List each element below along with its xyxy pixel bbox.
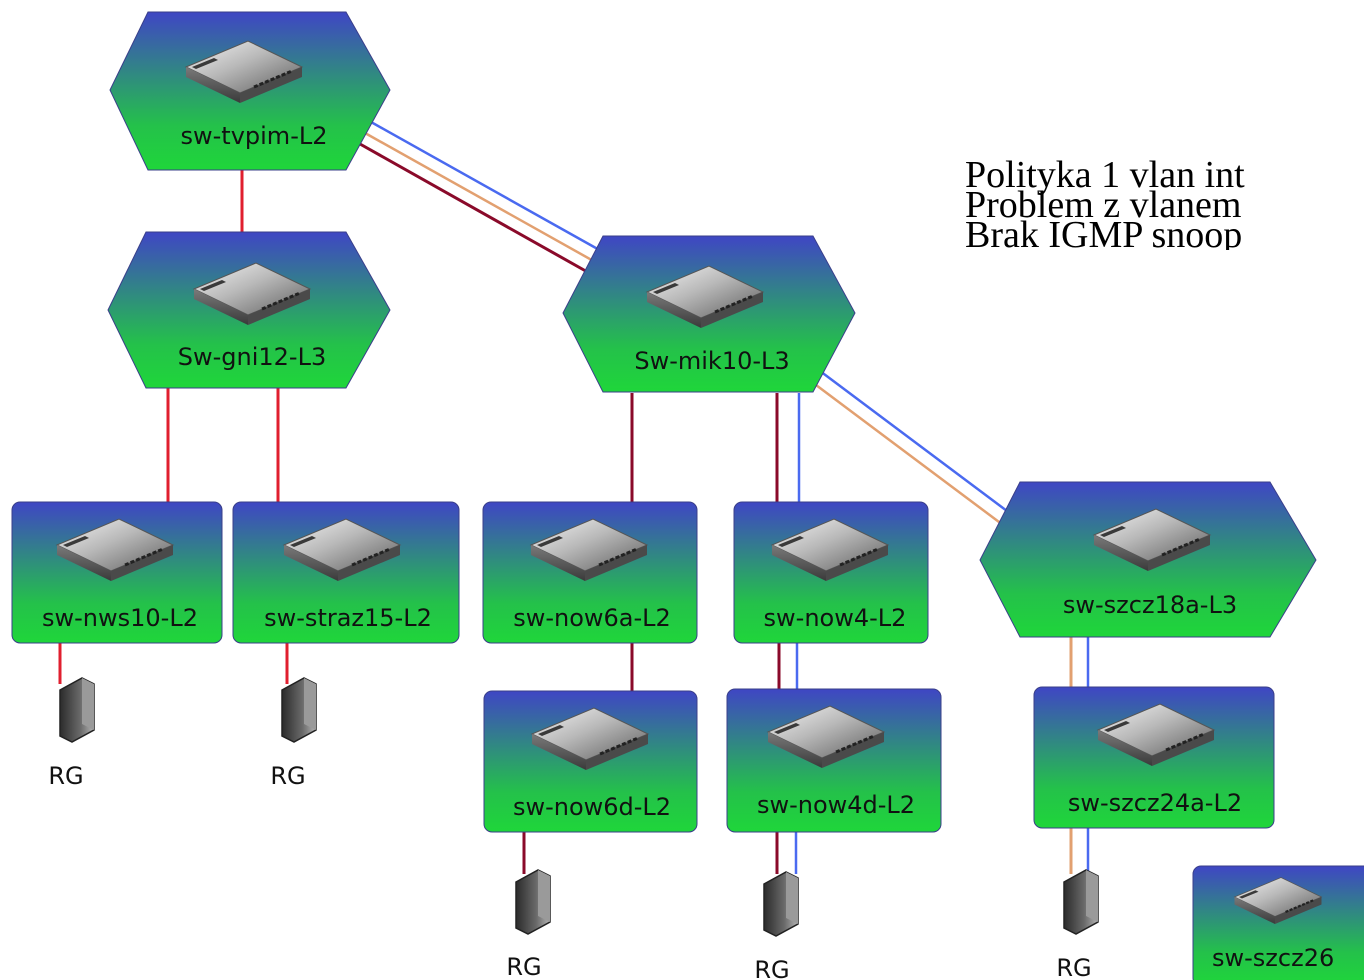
link-mik10-szcz18a-orange	[811, 380, 1004, 527]
switch-node-now4[interactable]: sw-now4-L2	[733, 501, 929, 644]
switch-node-szcz18a[interactable]: sw-szcz18a-L3	[979, 481, 1317, 638]
router-icon	[59, 677, 95, 743]
rg-device[interactable]: RG	[506, 869, 551, 980]
link-tvpim-mik10-orange	[364, 131, 598, 265]
router-icon	[763, 871, 799, 937]
router-icon	[515, 869, 551, 935]
node-label: sw-nws10-L2	[42, 604, 198, 632]
node-label: sw-szcz26	[1212, 944, 1334, 972]
rg-label: RG	[270, 762, 305, 790]
note-line: Problem z vlanem	[965, 184, 1242, 226]
rg-device[interactable]: RG	[270, 677, 317, 790]
node-label: sw-now6a-L2	[513, 604, 671, 632]
rg-device[interactable]: RG	[754, 871, 799, 980]
rg-label: RG	[754, 956, 789, 980]
node-label: Sw-gni12-L3	[178, 343, 326, 371]
link-tvpim-mik10-darkred	[359, 142, 592, 276]
node-label: sw-now6d-L2	[513, 793, 671, 821]
switch-node-mik10[interactable]: Sw-mik10-L3	[562, 235, 856, 393]
switch-node-now4d[interactable]: sw-now4d-L2	[726, 688, 942, 833]
rg-device[interactable]: RG	[48, 677, 95, 790]
switch-node-szcz24a[interactable]: sw-szcz24a-L2	[1033, 686, 1275, 829]
link-tvpim-mik10-blue	[370, 120, 604, 254]
node-label: Sw-mik10-L3	[634, 347, 789, 375]
rg-label: RG	[48, 762, 83, 790]
node-label: sw-now4-L2	[764, 604, 907, 632]
switch-node-gni12[interactable]: Sw-gni12-L3	[107, 231, 391, 389]
switch-node-now6d[interactable]: sw-now6d-L2	[483, 690, 698, 833]
links	[58, 120, 1090, 874]
node-label: sw-tvpim-L2	[181, 122, 328, 150]
switch-node-now6a[interactable]: sw-now6a-L2	[482, 501, 698, 644]
note-line: Brak IGMP snoop	[965, 214, 1243, 250]
switch-node-straz15[interactable]: sw-straz15-L2	[232, 501, 460, 644]
switch-node-nws10[interactable]: sw-nws10-L2	[11, 501, 223, 644]
router-icon	[281, 677, 317, 743]
rg-label: RG	[506, 953, 541, 980]
note-line: Polityka 1 vlan int	[965, 160, 1245, 196]
node-label: sw-straz15-L2	[264, 604, 432, 632]
notes-text: Polityka 1 vlan int Problem z vlanem Bra…	[965, 160, 1364, 250]
node-label: sw-now4d-L2	[757, 791, 915, 819]
router-icon	[1063, 869, 1099, 935]
switch-node-szcz26[interactable]: sw-szcz26	[1192, 865, 1364, 980]
link-mik10-szcz18a-blue	[819, 369, 1012, 516]
node-label: sw-szcz24a-L2	[1068, 789, 1242, 817]
switch-node-tvpim[interactable]: sw-tvpim-L2	[109, 11, 391, 171]
node-label: sw-szcz18a-L3	[1063, 591, 1237, 619]
rg-label: RG	[1056, 954, 1091, 980]
rg-device[interactable]: RG	[1056, 869, 1099, 980]
